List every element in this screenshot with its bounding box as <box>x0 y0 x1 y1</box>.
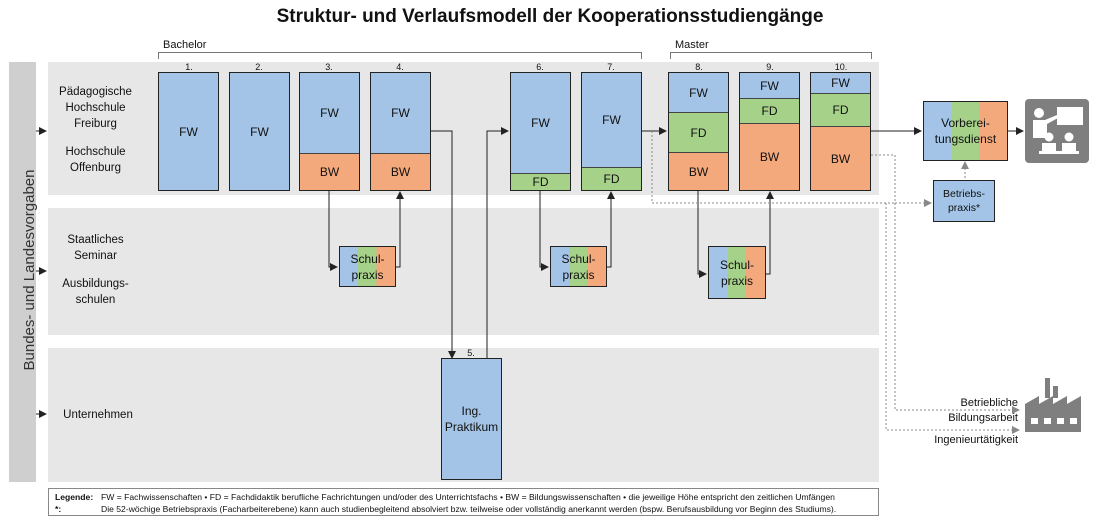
segment-fw: FW <box>371 73 430 153</box>
ing-praktikum-box: Ing.Praktikum <box>441 358 502 480</box>
semester-box-9: FW FD BW <box>739 72 800 191</box>
segment-bw: BW <box>669 152 728 190</box>
legend-text: FW = Fachwissenschaften • FD = Fachdidak… <box>101 492 835 502</box>
segment-fd: FD <box>669 112 728 152</box>
semester-number: 5. <box>467 348 475 358</box>
sidebar-vorgaben <box>9 62 36 482</box>
semester-box-10: FW FD BW <box>810 72 871 191</box>
semester-box-1: FW <box>158 72 219 191</box>
legend-key: Legende: <box>55 492 94 502</box>
ingenieurtaetigkeit-label: Ingenieurtätigkeit <box>934 434 1018 446</box>
row-label-hochschule: Pädagogische Hochschule Freiburg Hochsch… <box>59 86 132 174</box>
segment-bw: BW <box>300 153 359 190</box>
schulpraxis-box-1: Schul-praxis <box>339 246 396 287</box>
legend: Legende: FW = Fachwissenschaften • FD = F… <box>48 488 879 516</box>
semester-box-3: FW BW <box>299 72 360 191</box>
row-label-unternehmen: Unternehmen <box>63 409 133 421</box>
vorbereitungsdienst-box: Vorberei-tungsdienst <box>923 101 1008 161</box>
segment-fd: FD <box>740 98 799 123</box>
semester-number: 3. <box>325 62 333 72</box>
segment-fw: FW <box>582 73 641 167</box>
legend-key: *: <box>55 504 62 514</box>
legend-text: Die 52-wöchige Betriebspraxis (Facharbei… <box>101 504 837 514</box>
segment-bw: BW <box>740 123 799 190</box>
semester-number: 7. <box>607 62 615 72</box>
segment-fw: FW <box>230 73 289 190</box>
segment-fw: FW <box>159 73 218 190</box>
teacher-classroom-icon <box>1025 99 1089 163</box>
segment-fw: FW <box>740 73 799 98</box>
segment-fw: FW <box>811 73 870 93</box>
factory-icon <box>1023 376 1089 434</box>
semester-number: 2. <box>255 62 263 72</box>
semester-box-8: FW FD BW <box>668 72 729 191</box>
segment-bw: BW <box>811 126 870 190</box>
semester-number: 1. <box>185 62 193 72</box>
page-title: Struktur- und Verlaufsmodell der Koopera… <box>276 6 824 27</box>
semester-number: 6. <box>536 62 544 72</box>
master-label: Master <box>675 39 709 51</box>
semester-box-4: FW BW <box>370 72 431 191</box>
semester-number: 9. <box>766 62 774 72</box>
segment-fd: FD <box>511 173 570 190</box>
segment-fd: FD <box>811 93 870 126</box>
semester-number: 4. <box>396 62 404 72</box>
semester-box-2: FW <box>229 72 290 191</box>
schulpraxis-box-3: Schul-praxis <box>708 246 766 299</box>
semester-number: 8. <box>695 62 703 72</box>
semester-box-7: FW FD <box>581 72 642 191</box>
master-bracket <box>670 52 872 59</box>
segment-fw: FW <box>511 73 570 173</box>
segment-fd: FD <box>582 167 641 190</box>
semester-box-6: FW FD <box>510 72 571 191</box>
schulpraxis-box-2: Schul-praxis <box>550 246 607 287</box>
segment-fw: FW <box>300 73 359 153</box>
segment-fw: FW <box>669 73 728 112</box>
bachelor-bracket <box>158 52 642 59</box>
betriebspraxis-box: Betriebs-praxis* <box>933 180 995 222</box>
row-label-seminar: Staatliches Seminar Ausbildungs- schulen <box>62 234 129 306</box>
semester-number: 10. <box>834 62 848 72</box>
segment-bw: BW <box>371 153 430 190</box>
bachelor-label: Bachelor <box>163 39 207 51</box>
